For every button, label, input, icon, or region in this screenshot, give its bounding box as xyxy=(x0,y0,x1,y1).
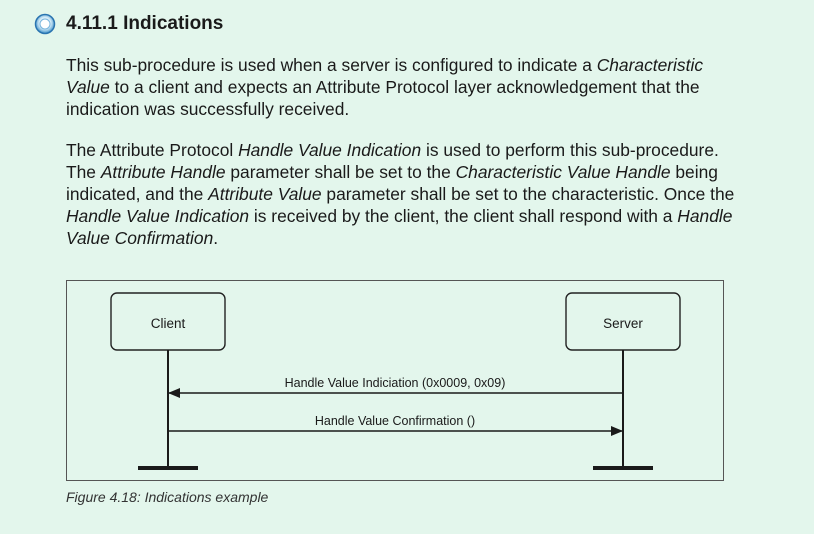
italic-term: Handle Value Indication xyxy=(238,140,422,160)
italic-term: Attribute Handle xyxy=(100,162,226,182)
paragraph-intro: This sub-procedure is used when a server… xyxy=(66,54,736,120)
text-run: parameter shall be set to the xyxy=(225,162,456,182)
italic-term: Attribute Value xyxy=(208,184,322,204)
italic-term: Characteristic Value xyxy=(66,55,704,97)
message2-label: Handle Value Confirmation () xyxy=(315,414,475,428)
figure-caption: Figure 4.18: Indications example xyxy=(66,489,269,505)
section-bullet-icon xyxy=(34,13,56,35)
section-heading: 4.11.1 Indications xyxy=(34,10,223,38)
text-run: parameter shall be set to the characteri… xyxy=(321,184,735,204)
text-run: . xyxy=(213,228,219,248)
text-run: This sub-procedure is used when a server… xyxy=(66,55,597,75)
italic-term: Handle Value Confirmation xyxy=(66,206,733,248)
paragraph-details: The Attribute Protocol Handle Value Indi… xyxy=(66,139,736,249)
italic-term: Characteristic Value Handle xyxy=(455,162,671,182)
client-label: Client xyxy=(151,316,186,331)
text-run: is received by the client, the client sh… xyxy=(249,206,678,226)
text-run: to a client and expects an Attribute Pro… xyxy=(66,77,700,119)
server-label: Server xyxy=(603,316,643,331)
text-run: The Attribute Protocol xyxy=(66,140,239,160)
sequence-diagram: Client Server Handle Value Indiciation (… xyxy=(66,280,724,481)
text-run: is used to perform this sub-procedure. T… xyxy=(66,140,719,182)
section-title-text: Indications xyxy=(123,13,224,34)
section-number: 4.11.1 xyxy=(66,13,118,34)
text-run: being indicated, and the xyxy=(66,162,718,204)
section-title: 4.11.1 Indications xyxy=(66,13,223,35)
message1-label: Handle Value Indiciation (0x0009, 0x09) xyxy=(285,376,506,390)
italic-term: Handle Value Indication xyxy=(66,206,250,226)
